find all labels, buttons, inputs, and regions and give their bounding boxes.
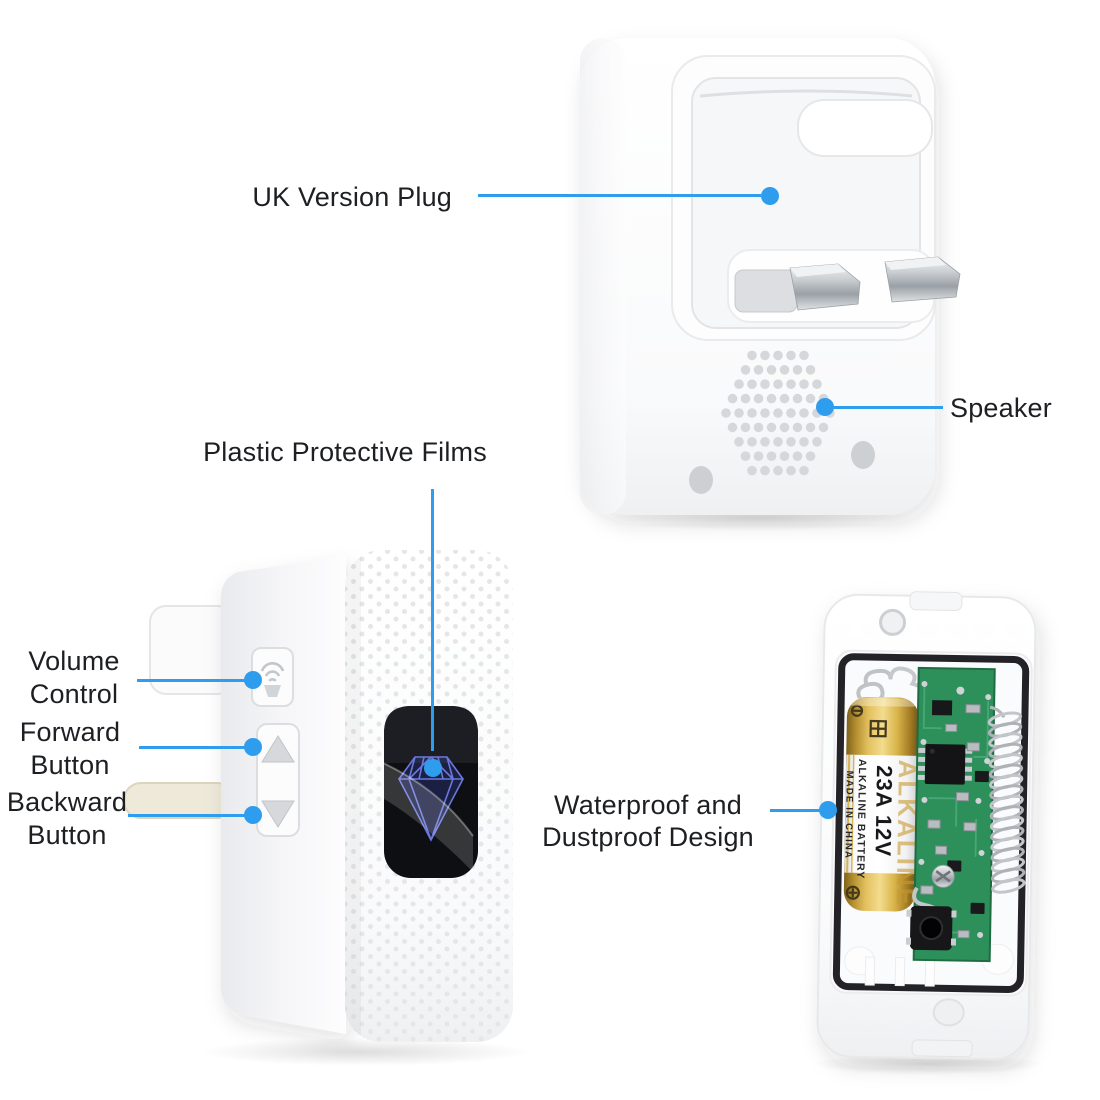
chime-shadow <box>200 1038 530 1066</box>
leader-line-films <box>431 489 434 751</box>
backward-arrow-icon <box>261 800 295 828</box>
backward-label-line2: Button <box>27 820 107 850</box>
push-button <box>905 905 957 951</box>
smd-components <box>920 704 981 939</box>
forward-label-line1: Forward <box>19 717 121 747</box>
battery: ALKALINE 23A 12V ALKALINE BATTERY MADE I… <box>842 696 919 912</box>
leader-dot-uk-plug <box>761 187 779 205</box>
interior-ribs <box>864 956 936 987</box>
speaker-label: Speaker <box>950 393 1052 423</box>
receiver-side-shading <box>580 38 626 515</box>
forward-label-line2: Button <box>30 750 110 780</box>
case-latch <box>911 1039 973 1058</box>
circuit-board <box>905 666 1026 963</box>
case-bottom-boss <box>932 998 965 1027</box>
callout-waterproof: Waterproof and Dustproof Design <box>520 789 776 853</box>
transmitter-open-view: ALKALINE 23A 12V ALKALINE BATTERY MADE I… <box>816 591 1037 1061</box>
screw-hole-right <box>851 441 875 469</box>
neutral-pin-top <box>885 257 946 270</box>
volume-waves-icon <box>260 662 285 682</box>
callout-forward: Forward Button <box>4 716 136 782</box>
line-pin-top <box>790 264 846 277</box>
leader-dot-speaker <box>816 398 834 416</box>
earth-pin <box>797 99 933 157</box>
uk-plug-pins <box>727 99 961 323</box>
battery-type: ALKALINE BATTERY <box>854 759 868 880</box>
leader-dot-waterproof <box>819 801 837 819</box>
leader-line-waterproof <box>770 809 822 812</box>
leader-dot-backward <box>244 806 262 824</box>
waterproof-label-line1: Waterproof and <box>554 790 742 820</box>
protective-film-edge <box>380 761 474 837</box>
volume-label-line1: Volume <box>28 646 120 676</box>
battery-symbols <box>845 704 887 900</box>
callout-uk-plug: UK Version Plug <box>142 181 452 214</box>
volume-bell-icon <box>264 685 281 697</box>
display-window <box>379 706 478 878</box>
case-top-tab <box>909 591 963 611</box>
backward-label-line1: Backward <box>6 787 128 817</box>
leader-dot-volume <box>244 671 262 689</box>
leader-line-backward <box>128 814 247 817</box>
pcb-screw <box>931 864 955 888</box>
callout-volume: Volume Control <box>8 645 140 711</box>
small-chip <box>931 700 953 716</box>
battery-origin: MADE IN CHINA <box>842 771 855 860</box>
chime-front-view <box>123 550 513 1042</box>
leader-line-forward <box>139 746 247 749</box>
callout-backward: Backward Button <box>0 786 134 852</box>
callout-films: Plastic Protective Films <box>185 436 505 469</box>
volume-label-line2: Control <box>29 679 119 709</box>
protective-film <box>379 762 473 872</box>
chime-line-pin <box>123 782 235 819</box>
line-pin-base <box>734 269 798 313</box>
forward-arrow-icon <box>261 735 295 763</box>
plate-inner-shadow <box>699 89 913 98</box>
screw-hole-left <box>689 466 713 494</box>
leader-dot-forward <box>244 738 262 756</box>
speaker-grille <box>721 350 835 476</box>
receiver-back-view <box>580 38 961 515</box>
transistors <box>947 770 989 915</box>
chime-front-texture <box>345 550 513 1042</box>
battery-label <box>844 754 919 874</box>
battery-size-voltage: 23A 12V <box>870 765 897 857</box>
leader-line-speaker <box>833 406 943 409</box>
mounting-keyhole <box>879 608 907 636</box>
callout-speaker: Speaker <box>950 392 1052 425</box>
rocker-button <box>256 723 300 837</box>
films-label: Plastic Protective Films <box>203 437 487 467</box>
uk-plug-label: UK Version Plug <box>252 182 452 212</box>
waterproof-label-line2: Dustproof Design <box>542 822 754 852</box>
leader-dot-films <box>424 759 442 777</box>
ic-chip <box>917 744 973 785</box>
leader-line-uk-plug <box>478 194 761 197</box>
leader-line-volume <box>137 679 247 682</box>
antenna-spring <box>987 705 1026 894</box>
pcb-pads <box>918 680 992 938</box>
